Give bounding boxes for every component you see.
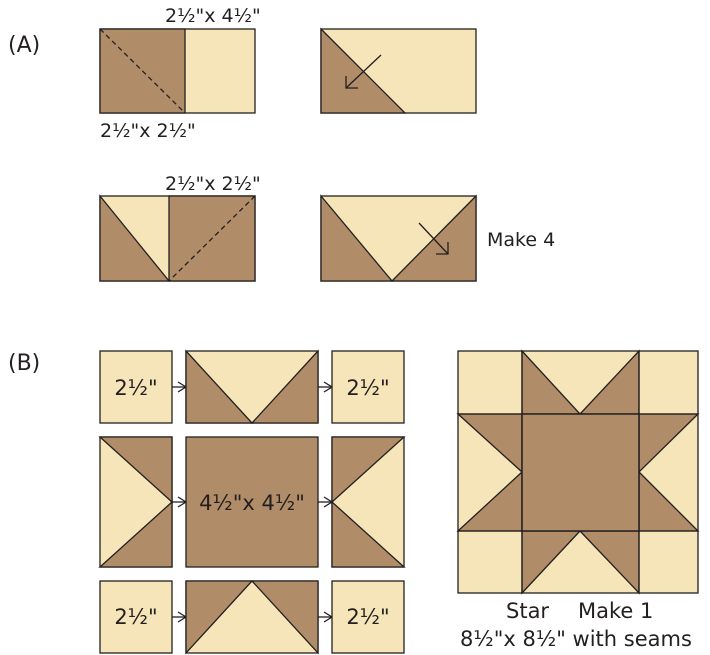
- block-name-label: Star: [506, 599, 549, 623]
- flying-geese-left: [98, 436, 173, 568]
- make-4-label: Make 4: [487, 229, 555, 251]
- step2-left-unit: [99, 194, 256, 282]
- section-b-label: (B): [8, 351, 40, 376]
- flying-geese-right: [331, 436, 406, 568]
- sewing-line: [99, 28, 186, 114]
- center-square: [185, 436, 319, 568]
- corner-size-label: 2½": [114, 605, 157, 629]
- corner-size-label: 2½": [346, 605, 389, 629]
- press-arrow-icon: [345, 54, 382, 89]
- triangle-piece: [99, 194, 171, 282]
- center-size-label: 4½"x 4½": [199, 491, 305, 515]
- triangle-piece: [320, 194, 394, 282]
- arrow-head-icon: [436, 242, 449, 255]
- square-size-label: 2½"x 2½": [100, 120, 196, 142]
- finished-star-block: [456, 349, 700, 595]
- flying-geese-top: [185, 349, 319, 424]
- corner-square-bl: [99, 580, 173, 654]
- square-size-label-2: 2½"x 2½": [165, 173, 261, 195]
- corner-size-label: 2½": [346, 376, 389, 400]
- block-size-label: 8½"x 8½" with seams: [460, 627, 692, 651]
- step2-right-unit: [320, 194, 477, 282]
- press-arrow-icon: [418, 222, 449, 255]
- step1-left-unit: [99, 28, 256, 114]
- corner-square-tr: [331, 350, 405, 424]
- assembly-layout: 2½" 2½" 4½"x 4½" 2½": [98, 349, 406, 655]
- corner-size-label: 2½": [114, 376, 157, 400]
- flying-geese-bottom: [185, 580, 319, 655]
- block-make-label: Make 1: [578, 599, 653, 623]
- corner-square-br: [331, 580, 405, 654]
- triangle-piece: [320, 27, 407, 114]
- step1-right-unit: [320, 27, 477, 114]
- sewing-line: [168, 195, 256, 282]
- rect-size-label: 2½"x 4½": [165, 5, 261, 27]
- section-a-label: (A): [8, 33, 40, 58]
- corner-square-tl: [99, 350, 173, 424]
- arrow-head-icon: [345, 76, 358, 89]
